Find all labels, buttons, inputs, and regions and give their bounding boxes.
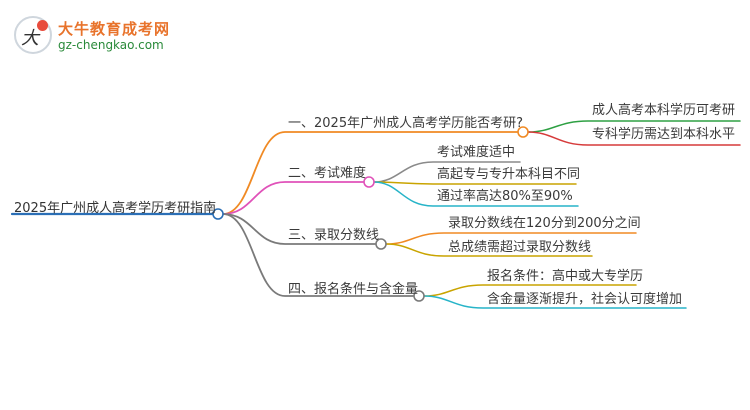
leaf-3-1-connector	[385, 232, 637, 245]
leaf-3-1[interactable]: 录取分数线在120分到200分之间	[448, 216, 641, 231]
logo-dot-icon	[37, 20, 48, 31]
leaf-4-1-connector	[423, 284, 637, 297]
leaf-3-2[interactable]: 总成绩需超过录取分数线	[448, 240, 592, 255]
leaf-3-2-connector	[385, 243, 593, 257]
logo-mark-icon: 大	[14, 16, 52, 54]
branch-2-connector	[222, 181, 364, 215]
leaf-2-2[interactable]: 高起专与专升本科目不同	[437, 167, 581, 182]
logo-glyph: 大	[21, 28, 39, 49]
leaf-1-1-connector	[527, 120, 741, 133]
branch-1-connector	[222, 131, 518, 215]
branch-4-connector	[222, 213, 414, 297]
leaf-1-1[interactable]: 成人高考本科学历可考研	[592, 103, 736, 118]
branch-1-label[interactable]: 一、2025年广州成人高考学历能否考研?	[288, 116, 523, 131]
leaf-1-2[interactable]: 专科学历需达到本科水平	[592, 127, 736, 142]
branch-1-node-icon[interactable]	[517, 126, 529, 138]
leaf-2-3-connector	[373, 181, 579, 207]
leaf-2-3[interactable]: 通过率高达80%至90%	[437, 189, 573, 204]
root-node-icon[interactable]	[212, 208, 224, 220]
branch-2-node-icon[interactable]	[363, 176, 375, 188]
leaf-2-1[interactable]: 考试难度适中	[437, 145, 516, 160]
logo-url: gz-chengkao.com	[58, 38, 164, 52]
root-topic[interactable]: 2025年广州成人高考学历考研指南	[14, 201, 217, 216]
leaf-4-2-connector	[423, 295, 687, 309]
branch-4-node-icon[interactable]	[413, 290, 425, 302]
branch-4-label[interactable]: 四、报名条件与含金量	[288, 282, 419, 297]
site-logo[interactable]: 大 大牛教育成考网 gz-chengkao.com	[14, 14, 184, 58]
branch-3-node-icon[interactable]	[375, 238, 387, 250]
leaf-4-1[interactable]: 报名条件：高中或大专学历	[487, 269, 644, 284]
branch-3-label[interactable]: 三、录取分数线	[288, 228, 380, 243]
branch-2-label[interactable]: 二、考试难度	[288, 166, 367, 181]
branch-3-connector	[222, 213, 376, 245]
leaf-4-2[interactable]: 含金量逐渐提升，社会认可度增加	[487, 292, 683, 307]
leaf-1-2-connector	[527, 131, 741, 146]
leaf-2-1-connector	[373, 161, 521, 183]
logo-title: 大牛教育成考网	[58, 20, 171, 38]
